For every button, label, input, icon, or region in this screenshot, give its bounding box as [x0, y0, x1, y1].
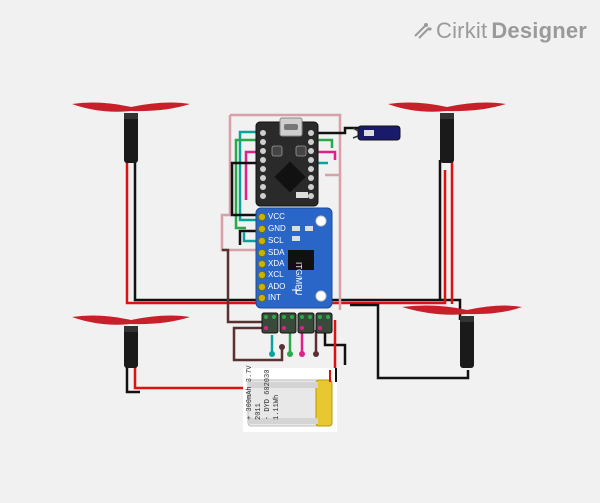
mcu-chip: [274, 161, 306, 193]
mpu-pin-gnd: GND: [268, 224, 286, 233]
mpu-board: [255, 207, 333, 309]
battery-label: + 300mAh 3.7V 2011 - DYD 602030 1.11Wh: [246, 360, 282, 420]
header-pins-bottom: [269, 344, 319, 357]
wire-black-motor-bl: [125, 365, 140, 394]
wire-teal-scl: [242, 232, 258, 243]
power-switch: [352, 125, 401, 141]
motor-driver-row: [261, 312, 333, 334]
wire-brown-1: [232, 326, 284, 362]
wire-green-1: [234, 138, 258, 230]
motor-top-right: [388, 102, 506, 163]
wire-black-gnd: [238, 229, 258, 245]
propeller-bottom-left: [72, 315, 190, 325]
cirkit-logo-icon: [414, 23, 432, 39]
mpu-pin-ado: ADO: [268, 282, 286, 291]
wire-magenta-right: [315, 150, 337, 160]
mpu-chip: [288, 250, 314, 270]
brand-logo: Cirkit Designer: [412, 18, 587, 44]
motor-top-left: [72, 102, 190, 163]
battery-label-line-1: + 300mAh 3.7V 2011: [246, 365, 263, 420]
microcontroller-board: [255, 117, 319, 207]
propeller-bottom-right: [402, 305, 522, 315]
motor-bottom-left: [72, 315, 190, 368]
propeller-top-left: [72, 102, 190, 112]
mpu-pin-vcc: VCC: [268, 212, 285, 221]
wire-black-right: [315, 126, 360, 135]
wire-magenta-1: [244, 150, 258, 200]
mpu-pin-xda: XDA: [268, 259, 285, 268]
wire-brown-2: [222, 248, 262, 324]
mpu-pin-xcl: XCL: [268, 270, 284, 279]
lipo-battery: [243, 368, 337, 432]
wire-black-mcu: [230, 161, 258, 217]
battery-label-line-2: - DYD 602030 1.11Wh: [264, 369, 281, 420]
mpu-pin-int: INT: [268, 293, 281, 302]
mpu-pin-scl: SCL: [268, 236, 284, 245]
wire-pink-outer: [220, 113, 342, 252]
mpu-title: ITG/MPU: [294, 262, 303, 296]
mpu-pin-sda: SDA: [268, 248, 285, 257]
wire-black-motor-br: [350, 303, 470, 380]
brand-name-part2: Designer: [491, 18, 588, 43]
motor-bottom-right: [402, 305, 522, 368]
wire-red-long-left: [125, 160, 447, 305]
propeller-top-right: [388, 102, 506, 112]
wire-green-right: [315, 138, 334, 148]
brand-name-part1: Cirkit: [436, 18, 488, 43]
wire-teal-1: [238, 130, 258, 222]
